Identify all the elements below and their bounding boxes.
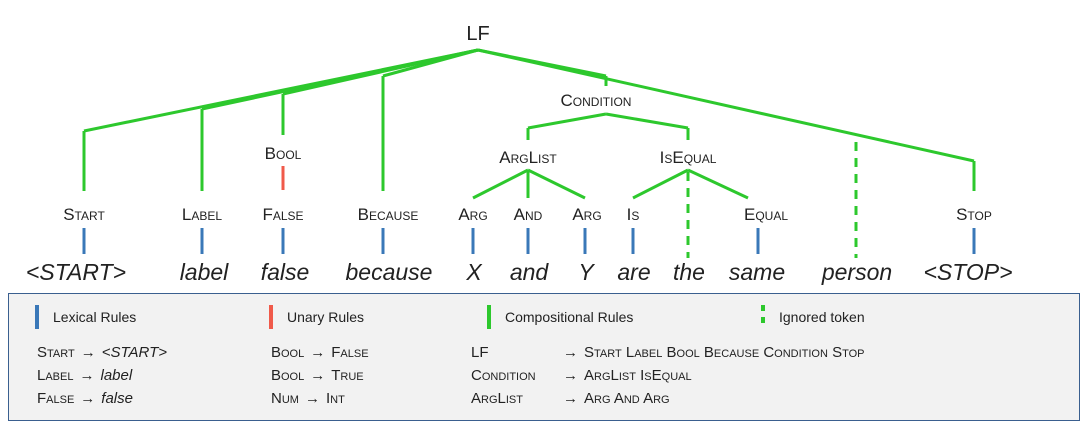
compositional-edges — [82, 48, 976, 200]
token: the — [673, 259, 705, 285]
rule-rhs: ArgList IsEqual — [584, 367, 692, 384]
token: <START> — [26, 259, 126, 285]
unary-rule: Bool → False — [271, 344, 369, 361]
arrow-icon: → — [563, 344, 578, 361]
rule-lhs: Start — [37, 344, 75, 361]
rule-rhs: True — [331, 367, 364, 384]
unary-rule: Num → Int — [271, 390, 345, 407]
token: label — [180, 259, 229, 285]
legend-ignored-title: Ignored token — [779, 309, 865, 325]
arrow-icon: → — [310, 344, 326, 361]
node-isequal: IsEqual — [660, 148, 717, 167]
token: X — [465, 259, 483, 285]
rule-lhs: Condition — [471, 367, 536, 384]
arrow-icon: → — [80, 390, 96, 407]
arrow-icon: → — [563, 367, 578, 384]
arrow-icon: → — [304, 390, 320, 407]
legend-compositional-title: Compositional Rules — [505, 309, 634, 325]
lexical-rule-marker-icon — [35, 305, 39, 329]
unary-rule-marker-icon — [269, 305, 273, 329]
node-start: Start — [63, 205, 105, 224]
legend-lexical: Lexical Rules — [35, 304, 136, 330]
token: person — [821, 259, 892, 285]
lexical-rule: Start → <START> — [37, 344, 167, 361]
node-label: Label — [182, 205, 222, 224]
node-arglist: ArgList — [499, 148, 557, 167]
ignored-edges — [686, 142, 858, 258]
node-arg-2: Arg — [572, 205, 601, 224]
node-stop: Stop — [956, 205, 992, 224]
rule-rhs: Start Label Bool Because Condition Stop — [584, 344, 865, 361]
token: Y — [578, 259, 595, 285]
token: are — [617, 259, 650, 285]
node-arg-1: Arg — [458, 205, 487, 224]
rule-rhs: Arg And Arg — [584, 390, 670, 407]
rule-lhs: False — [37, 390, 75, 407]
compositional-rule: LF → Start Label Bool Because Condition St… — [471, 344, 865, 361]
rule-lhs: LF — [471, 344, 489, 361]
rule-lhs: Num — [271, 390, 299, 407]
legend-unary: Unary Rules — [269, 304, 364, 330]
legend-ignored: Ignored token — [761, 304, 865, 330]
arrow-icon: → — [563, 390, 578, 407]
token: false — [261, 259, 310, 285]
node-and: And — [514, 205, 543, 224]
node-condition: Condition — [561, 91, 632, 110]
parse-tree: LF Condition Bool ArgList IsEqual Start … — [26, 23, 1013, 285]
legend-unary-title: Unary Rules — [287, 309, 365, 325]
rule-rhs: False — [331, 344, 369, 361]
lexical-rule: Label → label — [37, 367, 132, 384]
node-is: Is — [627, 205, 640, 224]
legend-lexical-title: Lexical Rules — [53, 309, 137, 325]
node-bool: Bool — [265, 144, 302, 163]
legend-compositional: Compositional Rules — [487, 304, 633, 330]
rule-rhs: label — [100, 367, 133, 384]
node-lf: LF — [466, 23, 489, 45]
token: same — [729, 259, 785, 285]
token-row: <START> label false because X and Y are … — [26, 259, 1013, 285]
compositional-rule-marker-icon — [487, 305, 491, 329]
unary-rule: Bool → True — [271, 367, 364, 384]
node-equal: Equal — [744, 205, 788, 224]
compositional-rule: ArgList → Arg And Arg — [471, 390, 670, 407]
lexical-edges — [82, 228, 976, 254]
arrow-icon: → — [310, 367, 326, 384]
arrow-icon: → — [80, 344, 96, 361]
rules-legend: Lexical Rules Start→<START> Label→label … — [8, 293, 1080, 421]
token: <STOP> — [923, 259, 1012, 285]
rule-lhs: ArgList — [471, 390, 523, 407]
arrow-icon: → — [79, 367, 95, 384]
node-because: Because — [358, 205, 419, 224]
rule-rhs: <START> — [101, 344, 168, 361]
compositional-rule: Condition → ArgList IsEqual — [471, 367, 692, 384]
rule-lhs: Bool — [271, 367, 305, 384]
lexical-rule: False → false — [37, 390, 133, 407]
ignored-token-marker-icon — [761, 305, 765, 329]
rule-lhs: Label — [37, 367, 74, 384]
node-false: False — [262, 205, 303, 224]
rule-rhs: false — [101, 390, 133, 407]
rule-lhs: Bool — [271, 344, 305, 361]
rule-rhs: Int — [325, 390, 345, 407]
token: and — [510, 259, 550, 285]
token: because — [346, 259, 433, 285]
